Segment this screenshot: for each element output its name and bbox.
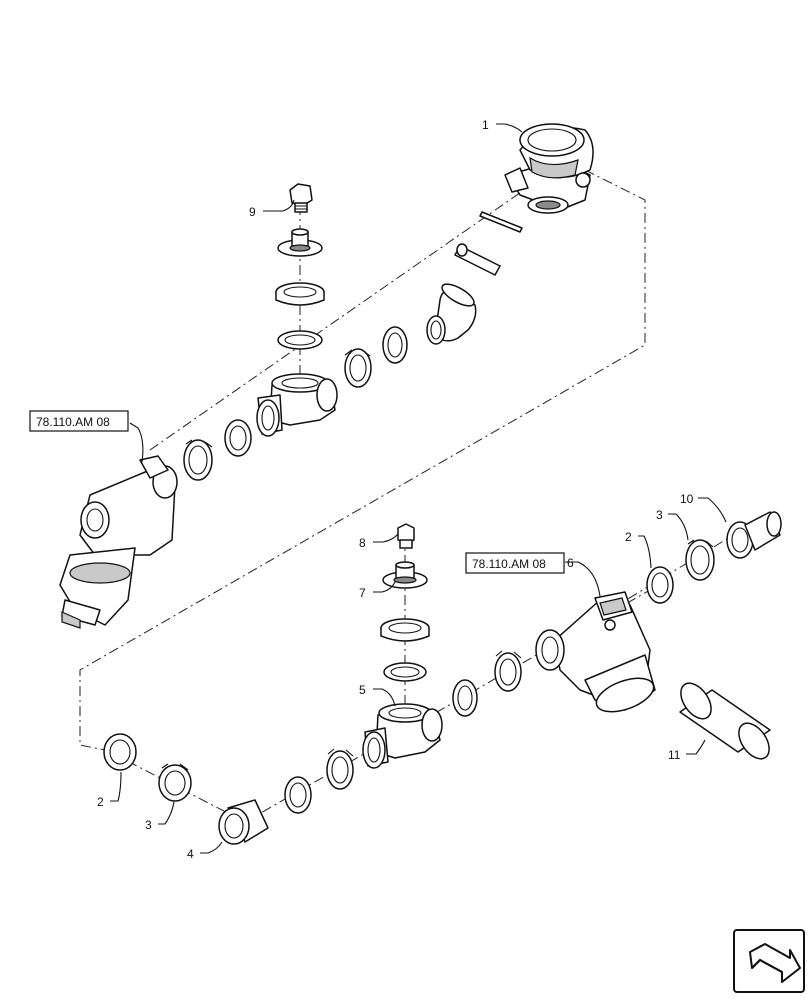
part-8-plug [397, 523, 415, 549]
callout-6: 6 [567, 556, 574, 570]
reference-label-upper: 78.110.AM 08 [36, 415, 110, 429]
callout-1: 1 [482, 118, 489, 132]
part-9-plug [289, 183, 313, 213]
callout-9: 9 [249, 205, 256, 219]
part-1-elbow-housing [504, 123, 594, 214]
part-3-clamp-right [685, 539, 715, 581]
callout-2-right: 2 [625, 530, 632, 544]
upper-left-gasket [224, 419, 252, 457]
part-5-tee [362, 703, 443, 769]
upper-stack-gasket [277, 330, 323, 350]
callout-10: 10 [680, 492, 694, 506]
callout-2-left: 2 [97, 795, 104, 809]
callout-7: 7 [359, 586, 366, 600]
upper-stack-adapter [277, 228, 323, 257]
next-page-arrow-icon[interactable] [733, 929, 805, 993]
callout-5: 5 [359, 683, 366, 697]
part-7-adapter [382, 561, 428, 589]
lower-gasket-left-b [284, 776, 312, 814]
part-4-flange [218, 799, 269, 845]
upper-gasket-thin [479, 211, 523, 233]
part-11-filter-element [679, 682, 771, 760]
upper-clamp-ring-b [344, 348, 372, 388]
reference-box-lower[interactable]: 78.110.AM 08 [465, 552, 565, 574]
callout-11: 11 [668, 748, 681, 762]
reference-box-upper[interactable]: 78.110.AM 08 [29, 410, 129, 432]
callout-3-left: 3 [145, 818, 152, 832]
upper-left-clamp [183, 439, 213, 481]
lower-stack-clamp [380, 618, 430, 642]
part-3-clamp-left [158, 763, 192, 802]
part-2-gasket-left [103, 733, 137, 771]
upper-strainer-body [59, 455, 178, 629]
lower-clamp-right-a [494, 650, 522, 692]
upper-tee-body [256, 373, 338, 437]
lower-clamp-left-b [326, 748, 354, 790]
reference-label-lower: 78.110.AM 08 [472, 557, 546, 571]
callout-labels: 1 9 8 7 5 6 2 3 10 11 2 3 4 [97, 118, 694, 861]
part-10-fitting [726, 511, 782, 559]
upper-gasket-ring [454, 243, 501, 276]
callout-8: 8 [359, 536, 366, 550]
upper-clamp-ring-a [382, 326, 408, 364]
callout-3-right: 3 [656, 508, 663, 522]
upper-small-elbow [426, 283, 477, 345]
upper-stack-clamp [275, 282, 325, 306]
callout-4: 4 [187, 847, 194, 861]
lower-stack-gasket [383, 662, 427, 682]
lower-gasket-right-a [452, 679, 478, 717]
part-2-gasket-right [646, 566, 674, 604]
leader-lines [110, 123, 727, 854]
part-6-strainer-housing [535, 591, 656, 713]
